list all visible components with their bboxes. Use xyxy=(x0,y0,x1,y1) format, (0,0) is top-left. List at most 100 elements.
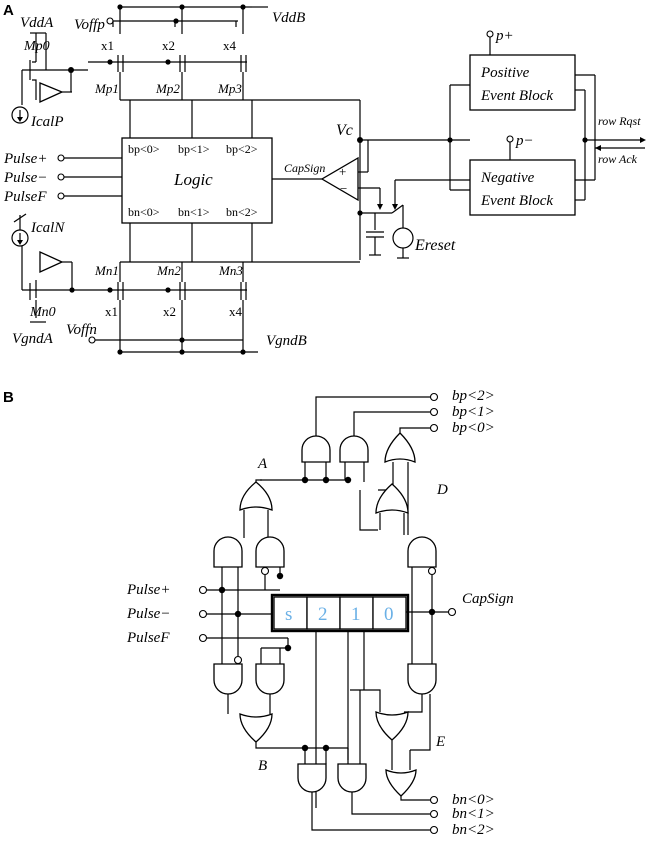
voffn-terminal[interactable] xyxy=(88,336,96,344)
node-n3-bottom xyxy=(240,349,246,355)
row-rqst-arrow xyxy=(640,137,646,143)
bn1-terminal[interactable] xyxy=(429,809,439,819)
and-e-inputs xyxy=(411,612,433,664)
register-text-1: 1 xyxy=(351,604,361,625)
or-a-inputs xyxy=(243,510,269,538)
pos-block-line2: Event Block xyxy=(480,88,553,104)
input-pulsef-a: PulseF xyxy=(3,189,47,205)
pulsef-terminal-b[interactable] xyxy=(198,633,208,643)
node-ngate-2 xyxy=(165,287,171,293)
mp3-stack xyxy=(235,7,247,100)
bp2-terminal[interactable] xyxy=(429,392,439,402)
bp0-wire xyxy=(399,427,430,437)
bn2-wire xyxy=(311,792,430,831)
buffer-n xyxy=(39,250,64,274)
and-gate-bp1 xyxy=(339,435,369,463)
icalp-label: IcalP xyxy=(30,114,63,130)
comparator-minus: − xyxy=(340,181,347,196)
node-n2-bottom xyxy=(179,349,185,355)
capsign-label-b: CapSign xyxy=(462,591,514,607)
mp2-label: Mp2 xyxy=(155,81,180,96)
mp2-stack xyxy=(174,7,186,100)
register-text-s: s xyxy=(285,604,292,625)
bn1-wire xyxy=(351,792,430,815)
register-text-2: 2 xyxy=(318,604,328,625)
and-a-inputs xyxy=(221,567,281,630)
pulse-plus-terminal-b[interactable] xyxy=(198,585,208,595)
bn0-terminal[interactable] xyxy=(429,795,439,805)
and-gate-a1 xyxy=(213,536,243,568)
mn1-label: Mn1 xyxy=(94,263,119,278)
capsign-terminal-b[interactable] xyxy=(447,607,457,617)
logic-port-bn2: bn<2> xyxy=(226,205,258,219)
voffp-terminal[interactable] xyxy=(106,17,114,25)
input-pulse-minus-b: Pulse− xyxy=(126,606,170,622)
and-gate-d xyxy=(407,536,437,568)
p-plus-label: p+ xyxy=(495,28,514,44)
bn1-label: bn<1> xyxy=(452,806,495,822)
or-a-out xyxy=(255,479,262,482)
bp2-wire xyxy=(315,396,430,437)
logic-label: Logic xyxy=(173,170,213,189)
bp0-terminal[interactable] xyxy=(429,423,439,433)
node-pgate-2 xyxy=(165,59,171,65)
p-plus-terminal[interactable] xyxy=(486,30,494,38)
or-gate-e2 xyxy=(375,711,409,741)
or-gate-d xyxy=(375,483,409,514)
gate-label-d: D xyxy=(436,482,448,498)
bp1-label: bp<1> xyxy=(452,404,495,420)
node-voffp-2 xyxy=(173,18,179,24)
mult-n2: x2 xyxy=(163,304,176,319)
logic-port-bp2: bp<2> xyxy=(226,142,258,156)
top-gate-inputs xyxy=(304,462,365,482)
pulse-plus-terminal-a[interactable] xyxy=(57,154,65,162)
or-gate-bn0 xyxy=(385,769,417,797)
input-pulse-plus-b: Pulse+ xyxy=(126,582,170,598)
register-frame xyxy=(270,593,410,633)
icalp-arrowhead xyxy=(17,117,23,122)
node-p2-top xyxy=(179,4,185,10)
and-gate-bn1 xyxy=(337,763,367,793)
p-minus-label: p− xyxy=(515,133,534,149)
inverter-bubble-d xyxy=(427,566,437,576)
node-pulse-minus xyxy=(234,610,242,618)
and-gate-b2 xyxy=(255,663,285,695)
mp1-label: Mp1 xyxy=(94,81,119,96)
reset-switch[interactable] xyxy=(391,204,404,214)
node-voffn-2 xyxy=(179,337,185,343)
or-gate-bp0 xyxy=(384,432,416,463)
p-minus-terminal[interactable] xyxy=(506,135,514,143)
input-pulse-minus-a: Pulse− xyxy=(3,170,47,186)
icaln-label: IcalN xyxy=(30,220,65,236)
voffn-label: Voffn xyxy=(66,322,97,338)
voffp-label: Voffp xyxy=(74,17,105,33)
mn0-label: Mn0 xyxy=(29,305,56,320)
inverter-bubble-b1 xyxy=(233,655,243,665)
register-text-0: 0 xyxy=(384,604,394,625)
and-d-inputs xyxy=(411,567,433,640)
bp1-terminal[interactable] xyxy=(429,407,439,417)
pulse-minus-terminal-a[interactable] xyxy=(57,173,65,181)
inverter-bubble-a2 xyxy=(260,566,270,576)
mn0-transistor xyxy=(29,280,37,318)
mn2-label: Mn2 xyxy=(156,263,181,278)
icaln-top-mark xyxy=(13,213,27,223)
pulse-minus-terminal-b[interactable] xyxy=(198,609,208,619)
logic-port-bn1: bn<1> xyxy=(178,205,210,219)
panel-b-label: B xyxy=(3,389,14,406)
gate-label-e: E xyxy=(435,734,445,750)
bn2-terminal[interactable] xyxy=(429,825,439,835)
and-gate-bp2 xyxy=(301,435,331,463)
node-n1-bottom xyxy=(117,349,123,355)
logic-port-bp0: bp<0> xyxy=(128,142,160,156)
bn0-wire xyxy=(400,796,430,801)
negative-event-block xyxy=(469,159,576,216)
icaln-arrowhead xyxy=(17,240,23,245)
pulsef-terminal-a[interactable] xyxy=(57,192,65,200)
reset-arrow xyxy=(377,204,383,210)
row-ack-label: row Ack xyxy=(598,152,638,166)
blocks-node xyxy=(447,137,453,143)
mp1-stack xyxy=(112,7,124,100)
